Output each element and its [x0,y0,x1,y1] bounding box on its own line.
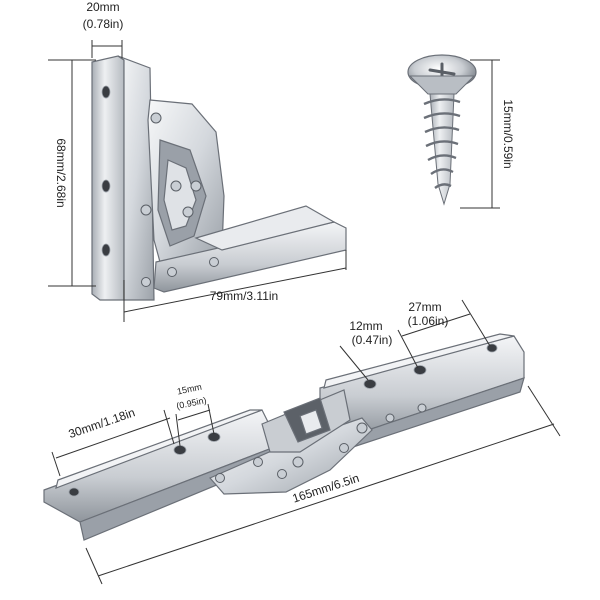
dimension-bracket-width: 20mm (0.78in) [83,0,124,58]
hole-spacing-small-label: 15mm [176,382,203,397]
extended-hinge-bracket-icon [43,333,525,541]
bracket-width-label: 20mm [86,0,119,14]
bracket-length-label: 79mm/3.11in [210,289,278,303]
wood-screw-icon [407,54,477,206]
hole-spacing-large-label: 27mm [408,300,441,314]
dimension-screw-length: 15mm/0.59in [460,59,515,209]
hole-spacing-small-inch-label: (0.95in) [175,395,207,411]
screw-length-label: 15mm/0.59in [501,99,515,168]
hole-diameter-inch-label: (0.47in) [352,333,393,347]
bracket-height-label: 68mm/2.68in [54,138,68,207]
dimension-hole-spacing-large: 27mm (1.06in) [397,299,491,369]
end-offset-label: 30mm/1.18in [67,405,137,441]
folded-hinge-bracket-icon [91,55,347,301]
hole-spacing-large-inch-label: (1.06in) [408,314,449,328]
dimension-bracket-length: 79mm/3.11in [123,250,347,322]
hole-diameter-label: 12mm [349,319,382,333]
dimension-hole-diameter: 12mm (0.47in) [339,319,393,381]
bracket-width-inch-label: (0.78in) [83,17,124,31]
dimension-bracket-height: 68mm/2.68in [48,59,96,287]
